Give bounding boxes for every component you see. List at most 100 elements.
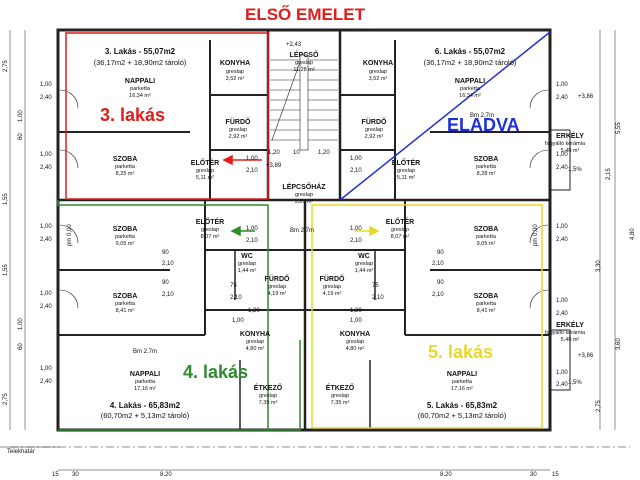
apt5-heading: 5. Lakás - 65,83m2 [426,401,498,410]
apt4-szoba2-floor: parketta [115,301,135,307]
dim-label: 2,40 [40,379,52,385]
slope-bottom: 1,5% [568,380,582,386]
apt4-szoba2-name: SZOBA [112,293,138,300]
apt6-bm: Bm 2,7m [470,113,495,119]
apt6-konyha-area: 3,52 m² [368,76,388,82]
apt4-bm: Bm 2,7m [133,349,158,355]
apt4-nappali-name: NAPPALI [129,371,161,378]
dim-label: 1,20 [350,308,362,314]
apt4-konyha-area: 4,80 m² [245,346,265,352]
apt6-nappali-name: NAPPALI [454,78,486,85]
dim-label: 3,60 [616,338,622,350]
lepcso-name: LÉPCSŐ [289,52,319,59]
dim-label: 2,40 [40,304,52,310]
apt4-furdo-area: 4,19 m² [267,291,287,297]
dim-label: 1,00 [350,226,362,232]
dim-label: 1,00 [232,318,244,324]
apt4-wc-area: 1,44 m² [237,268,257,274]
apt5-szoba2-area: 8,41 m² [476,308,496,314]
apt3-szoba-name: SZOBA [112,156,138,163]
apt6-konyha-floor: greslap [368,69,388,75]
dim-label: 4,80 [630,228,636,240]
apt5-wc-area: 1,44 m² [354,268,374,274]
apt4-szoba1-area: 9,05 m² [115,241,135,247]
apt4-szoba1-name: SZOBA [112,226,138,233]
floor-title: ELSŐ EMELET [245,5,365,24]
apt3-konyha-floor: greslap [225,69,245,75]
apt6-nappali-floor: parketta [460,86,480,92]
apt6-eloter-floor: greslap [396,168,416,174]
apt4-etkezo-area: 7,35 m² [258,400,278,406]
apt5-szoba1-area: 9,05 m² [476,241,496,247]
apt6-eloter-name: ELŐTÉR [391,160,421,167]
apt5-wc-name: WC [358,253,370,260]
dim-label: 2,10 [432,292,444,298]
apt6-eloter-area: 5,11 m² [396,175,416,181]
dim-label: 1,00 [556,370,568,376]
dim-label: 75 [230,283,237,289]
dim-label: 1,55 [3,264,9,276]
apt6-nappali-area: 16,34 m² [459,93,481,99]
apt4-subheading: (60,70m2 + 5,13m2 tároló) [100,411,190,420]
apt6-erkely-floor: fagyálló kerámia [544,141,586,147]
apt4-nappali-floor: parketta [135,379,155,385]
dim-label: 2,75 [3,60,9,72]
apt5-subheading: (60,70m2 + 5,13m2 tároló) [417,411,507,420]
apt3-konyha-area: 3,52 m² [225,76,245,82]
dim-label: 2,15 [606,168,612,180]
apt5-wc-floor: greslap [354,261,374,267]
apt5-nappali-floor: parketta [452,379,472,385]
apt4-szoba2-area: 8,41 m² [115,308,135,314]
dim-label: 1,00 [40,224,52,230]
dim-label: 2,40 [556,311,568,317]
dim-label: 90 [437,250,444,256]
apt4-wc-name: WC [241,253,253,260]
dim-label: 10 [293,150,300,156]
apt3-subheading: (36,17m2 + 18,90m2 tároló) [93,58,187,67]
dim-label: 1,00 [40,82,52,88]
dim-label: 1,00 [350,156,362,162]
dim-label: 90 [162,280,169,286]
apt5-furdo-name: FÜRDŐ [319,276,345,283]
dim-label: 8,20 [160,472,172,478]
dim-label: 1,20 [268,150,280,156]
apt3-furdo-floor: greslap [228,127,248,133]
apt3-heading: 3. Lakás - 55,07m2 [104,47,176,56]
dim-label: 1,20 [318,150,330,156]
lepcsohaz-area: 9,87 m² [294,199,314,205]
dim-label: 1,00 [40,152,52,158]
apt5-szoba1-name: SZOBA [473,226,499,233]
apt5-furdo-floor: greslap [322,284,342,290]
dim-label: 2,10 [162,261,174,267]
property-line-label: Telekhatár [7,449,35,455]
dim-label: 1,00 [556,224,568,230]
dim-label: 75 [372,283,379,289]
dim-label: 1,00 [556,152,568,158]
apt5-szoba1-floor: parketta [476,234,496,240]
apt3-eloter-floor: greslap [195,168,215,174]
lepcso-floor: greslap [294,60,314,66]
apt5-szoba2-floor: parketta [476,301,496,307]
apt4-szoba1-floor: parketta [115,234,135,240]
apt5-konyha-name: KONYHA [339,331,371,338]
dim-label: 2,10 [162,292,174,298]
dim-label: 1,00 [40,291,52,297]
dim-label: 2,10 [432,261,444,267]
dim-label: 2,10 [246,238,258,244]
apt5-overlay-label: 5. lakás [428,342,494,362]
apt6-szoba-name: SZOBA [473,156,499,163]
apt5-konyha-floor: greslap [345,339,365,345]
dim-label: 1,00 [556,82,568,88]
apt5-eloter-area: 8,07 m² [390,234,410,240]
apt3-nappali-name: NAPPALI [124,78,156,85]
dim-label: 2,40 [556,382,568,388]
apt5-erkely-name: ERKÉLY [556,322,584,329]
lepcso-area: 11,28 m² [293,67,315,73]
dim-label: 1,20 [248,308,260,314]
dim-label: 15 [52,472,59,478]
apt5-furdo-area: 4,19 m² [322,291,342,297]
apt5-erkely-floor: fagyálló kerámia [544,330,586,336]
dim-label: 1,00 [18,318,24,330]
